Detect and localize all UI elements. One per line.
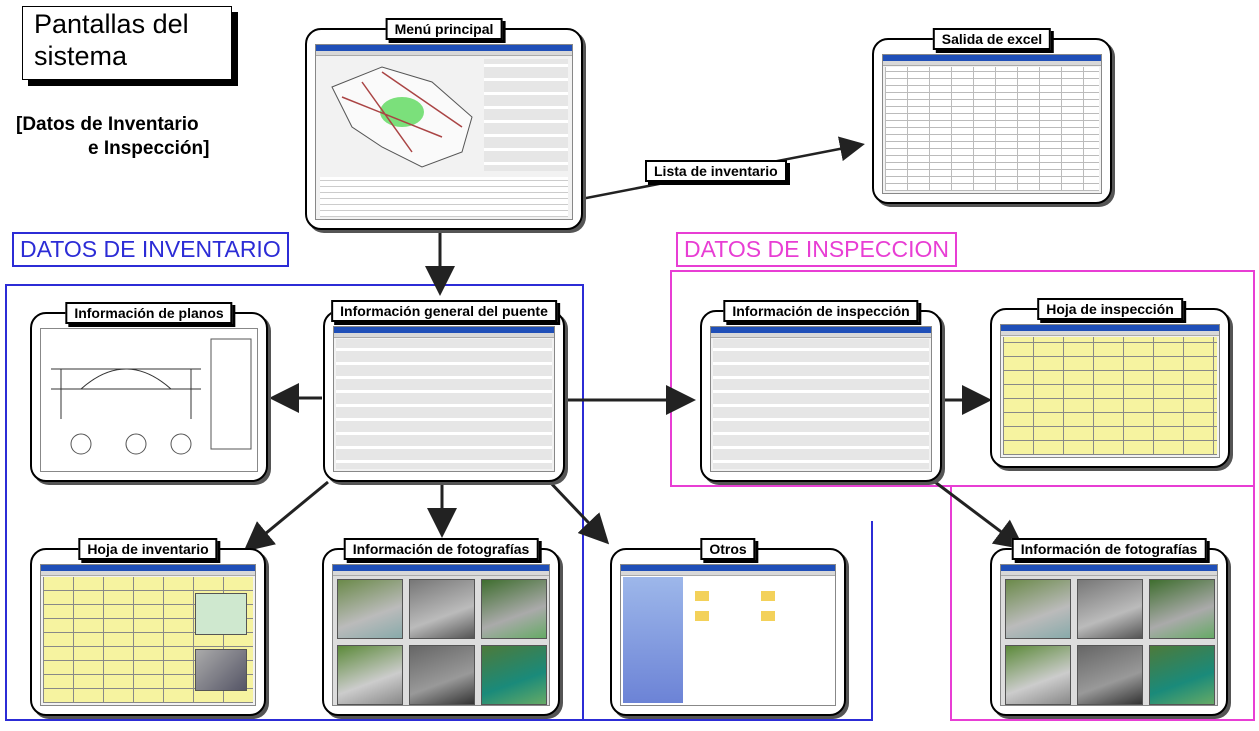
title-box (22, 6, 232, 80)
inspection-section-label: DATOS DE INSPECCION (676, 232, 957, 267)
inventory-list-label: Lista de inventario (645, 160, 787, 182)
subtitle-line-2: e Inspección] (88, 138, 210, 159)
location-map-thumbnail (195, 593, 247, 635)
arrow-inspection-to-photos (934, 480, 1025, 550)
title-line-2: sistema (34, 41, 128, 71)
inspection-sheet-card[interactable]: Hoja de inspección (990, 298, 1230, 468)
inspection-info-screenshot (710, 326, 932, 472)
bridge-general-info-title: Información general del puente (331, 300, 557, 322)
others-title: Otros (700, 538, 756, 560)
explorer-sidebar (623, 577, 683, 703)
bridge-general-screenshot (333, 326, 555, 472)
bridge-general-info-card[interactable]: Información general del puente (323, 300, 565, 482)
blueprint-drawing (51, 338, 252, 455)
arrow-general-to-others (546, 478, 610, 545)
inspection-photos-card[interactable]: Información de fotografías (990, 538, 1228, 716)
inspection-info-card[interactable]: Información de inspección (700, 300, 942, 482)
inventory-section-label: DATOS DE INVENTARIO (12, 232, 289, 267)
file-explorer-screenshot (620, 564, 836, 706)
inspection-info-title: Información de inspección (723, 300, 919, 322)
inventory-sheet-title: Hoja de inventario (78, 538, 218, 560)
inspection-sheet-title: Hoja de inspección (1037, 298, 1183, 320)
subtitle-line-1: [Datos de Inventario (16, 114, 199, 135)
inspection-sheet-screenshot (1000, 324, 1220, 458)
others-card[interactable]: Otros (610, 538, 846, 716)
excel-output-title: Salida de excel (932, 28, 1052, 50)
plans-info-title: Información de planos (65, 302, 233, 324)
filter-panel (484, 59, 568, 171)
inventory-section-frame-lower (5, 521, 873, 721)
inspection-section-frame-lower (950, 486, 1255, 721)
plans-screenshot (40, 328, 258, 472)
bridge-photo-thumbnail (195, 649, 247, 691)
arrow-general-to-inventory-sheet (243, 480, 329, 552)
inventory-sheet-card[interactable]: Hoja de inventario (30, 538, 266, 716)
page-title: Pantallas del sistema (34, 8, 189, 72)
photos-screenshot (332, 564, 550, 706)
inspection-photos-title: Información de fotografías (1011, 538, 1207, 560)
plans-info-card[interactable]: Información de planos (30, 302, 268, 482)
main-menu-screenshot (315, 44, 573, 220)
excel-screenshot (882, 54, 1102, 194)
excel-output-card[interactable]: Salida de excel (872, 28, 1112, 204)
inspection-photos-screenshot (1000, 564, 1218, 706)
main-menu-title: Menú principal (385, 18, 503, 40)
map-thumbnail (331, 66, 473, 168)
results-table (320, 177, 568, 217)
inspection-section-frame (670, 270, 1255, 487)
main-menu-card[interactable]: Menú principal (305, 18, 583, 230)
title-line-1: Pantallas del (34, 9, 189, 39)
photos-info-card[interactable]: Información de fotografías (322, 538, 560, 716)
inventory-sheet-screenshot (40, 564, 256, 706)
photos-info-title: Información de fotografías (343, 538, 539, 560)
